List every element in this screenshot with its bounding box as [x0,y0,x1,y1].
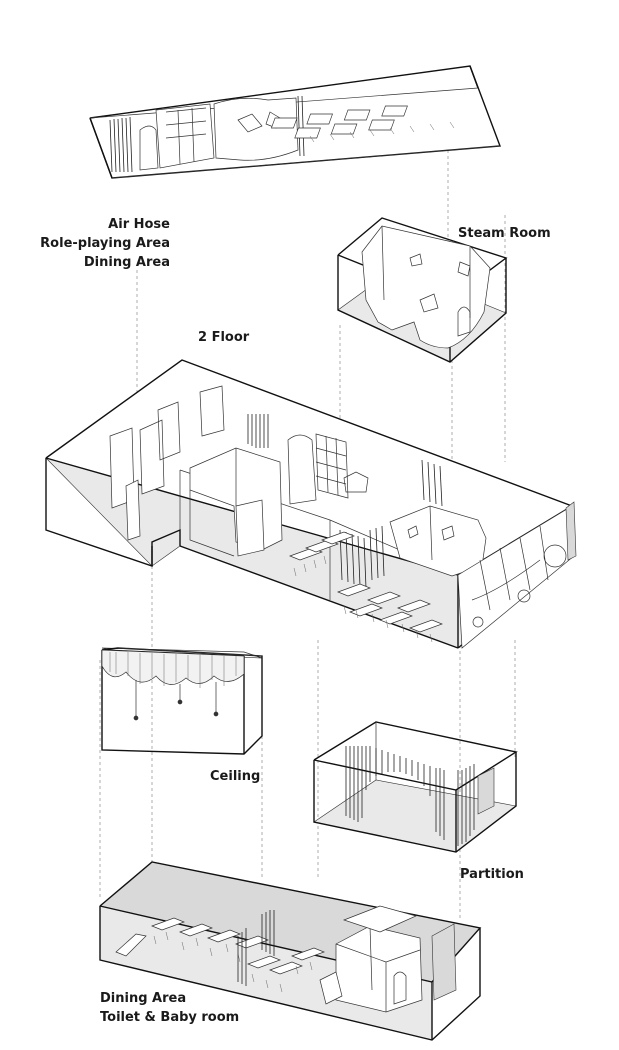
bottom-partition-slats [237,910,275,986]
bottom-block [99,861,482,1041]
label-dining-area-bottom: Dining Area [100,991,186,1006]
label-steam-room: Steam Room [458,226,551,241]
second-floor-block [45,359,577,649]
top-block-labels: Air Hose Role-playing Area Dining Area [40,217,170,270]
label-dining-area-top: Dining Area [84,255,170,270]
ceiling-block [101,647,263,755]
bottom-dining-tables [151,917,325,993]
steam-room-block [337,217,508,363]
label-2-floor: 2 Floor [198,330,250,345]
label-role-playing-area: Role-playing Area [40,236,170,251]
label-air-hose: Air Hose [108,217,170,232]
label-toilet-baby-room: Toilet & Baby room [100,1010,239,1025]
top-block [89,65,501,179]
air-hose-slats [109,95,305,173]
ceiling-ribbons [109,652,237,688]
label-ceiling: Ceiling [210,769,260,784]
projection-guides [99,150,516,920]
floor2-slats [247,414,443,589]
floor2-dining [289,531,443,643]
partition-block [313,721,518,853]
label-partition: Partition [460,867,524,882]
top-dining-tables [270,105,455,143]
partition-slats [345,746,475,846]
